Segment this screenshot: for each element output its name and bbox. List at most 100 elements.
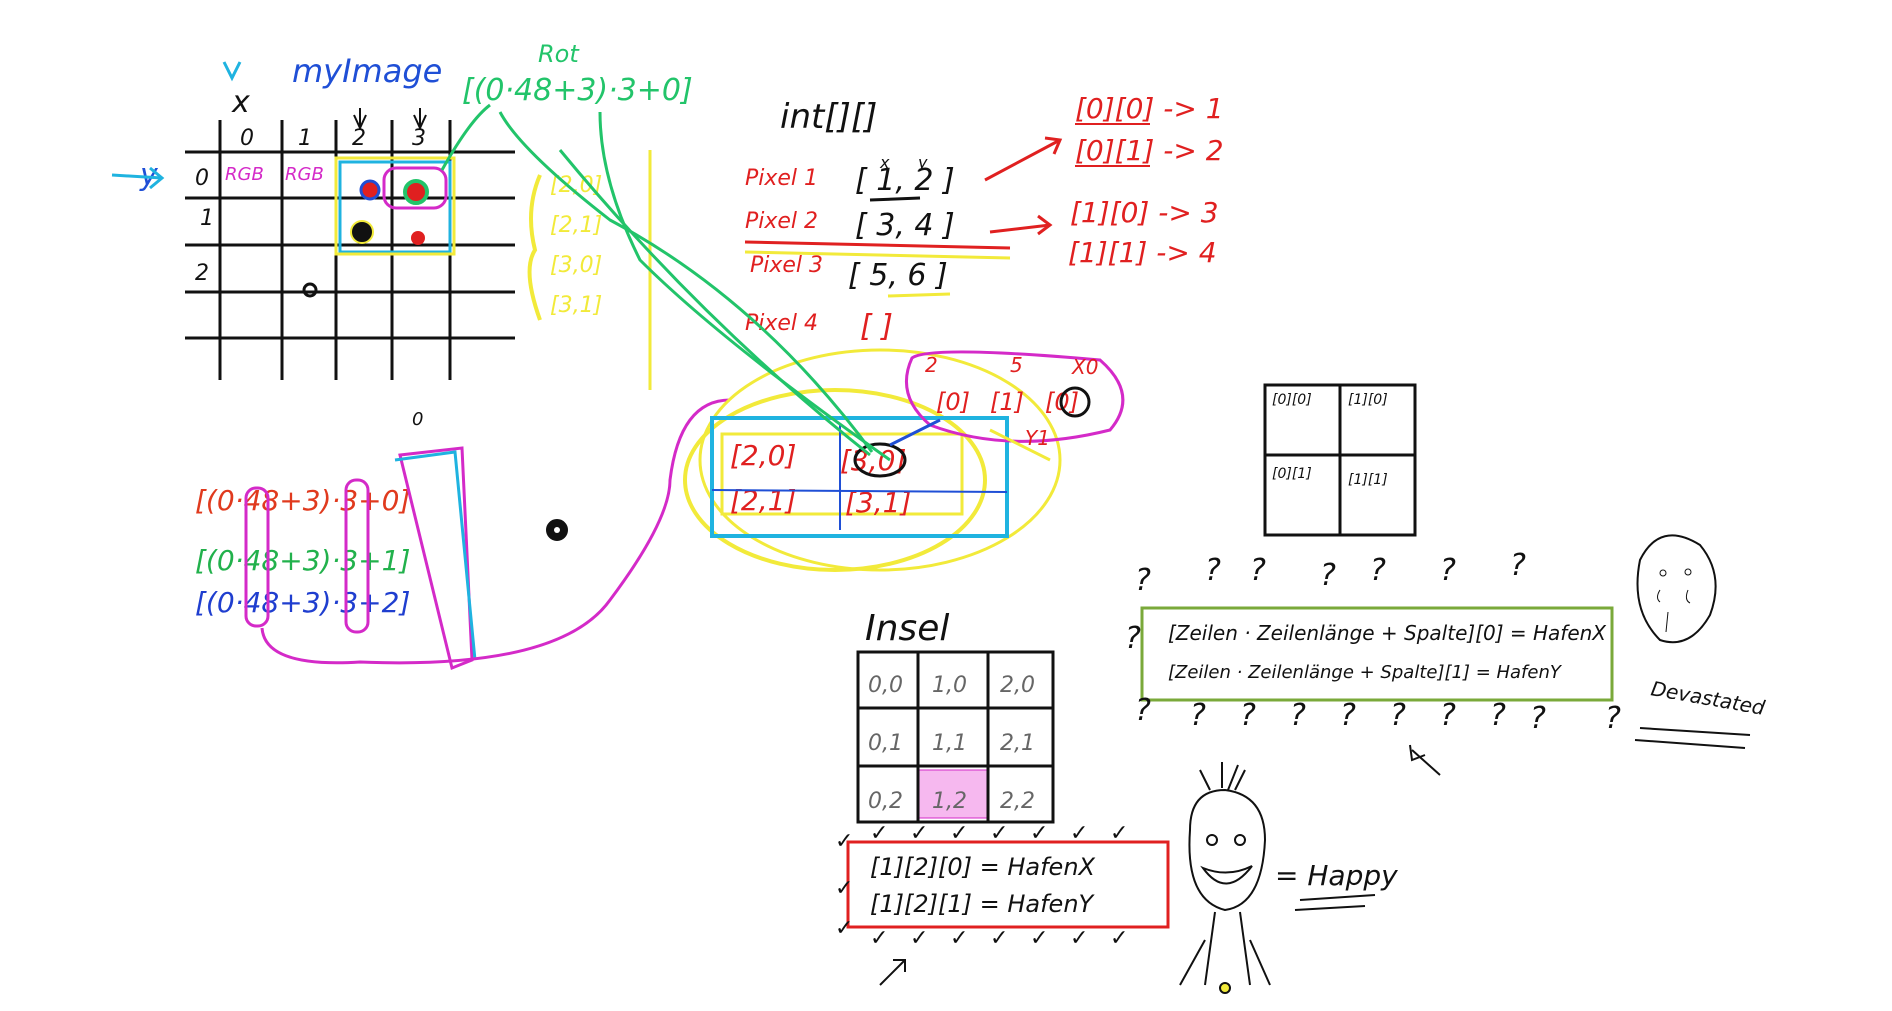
underline-yellow — [744, 250, 1011, 260]
col-header: 0 — [240, 126, 254, 151]
bracket-label: [3,1] — [550, 293, 602, 318]
col-header: 1 — [298, 126, 312, 151]
underline-black — [869, 196, 921, 202]
question-mark: ? — [1490, 698, 1506, 733]
question-mark: ? — [1440, 553, 1456, 588]
checkmark-icon: ✓ — [990, 926, 1008, 951]
pixel-values: [ 5, 6 ] — [848, 258, 948, 293]
insel-section: Insel 0,0 1,0 2,0 0,1 1,1 2,1 0,2 1,2 2,… — [835, 608, 1398, 994]
mapping-line: [1][1] -> 4 — [1068, 236, 1217, 269]
blue-divider — [711, 489, 1008, 493]
checkmark-icon: ✓ — [1030, 926, 1048, 951]
cluster-small: [0] — [936, 388, 970, 416]
underline — [1639, 727, 1751, 736]
bracket-label: [2,1] — [550, 213, 602, 238]
highlight-box-yellow — [334, 156, 456, 256]
mapping-line: [1][0] -> 3 — [1070, 196, 1219, 229]
insel-cell: 1,1 — [932, 731, 967, 756]
yellow-brace — [527, 174, 542, 321]
question-mark: ? — [1205, 553, 1221, 588]
question-mark: ? — [1250, 553, 1266, 588]
question-mark: ? — [1370, 553, 1386, 588]
channel-box-magenta — [398, 446, 474, 671]
cyan-box — [710, 416, 1009, 538]
grid2x2-cell: [1][1] — [1348, 472, 1388, 488]
checkmarks: ✓ ✓ ✓ ✓ ✓ ✓ ✓ ✓ ✓ ✓ ✓ ✓ ✓ ✓ ✓ ✓ ✓ — [835, 821, 1128, 951]
insel-cell: 0,2 — [868, 789, 903, 814]
insel-answer-box — [846, 840, 1170, 929]
grid2x2-cell: [0][1] — [1272, 466, 1312, 482]
question-mark: ? — [1605, 701, 1621, 736]
checkmark-icon: ✓ — [910, 926, 928, 951]
insel-title: Insel — [865, 608, 949, 649]
checkmark-icon: ✓ — [835, 876, 853, 901]
question-mark: ? — [1125, 621, 1141, 656]
pixel-label: Pixel 2 — [745, 209, 818, 234]
checkmark-icon: ✓ — [950, 926, 968, 951]
formula-row-blue: [(0·48+3)·3+2] — [195, 586, 410, 619]
question-mark: ? — [1290, 698, 1306, 733]
insel-cell: 2,1 — [1000, 731, 1035, 756]
row-header: 2 — [195, 261, 209, 286]
yellow-loop — [698, 348, 1062, 572]
question-marks: ? ? ? ? ? ? ? ? ? ? ? ? ? ? ? ? ? ? — [1125, 548, 1621, 736]
magenta-connector — [260, 398, 731, 665]
checkmark-icon: ✓ — [870, 821, 888, 846]
cell-rgb: RGB — [285, 164, 324, 185]
formula-row-green: [(0·48+3)·3+1] — [195, 544, 410, 577]
array-section: int[][] Pixel 1 Pixel 2 Pixel 3 Pixel 4 … — [744, 92, 1224, 344]
image-title: myImage — [292, 52, 442, 90]
pixel-label: Pixel 1 — [745, 166, 818, 191]
checkmark-icon: ✓ — [835, 916, 853, 941]
magenta-loop — [904, 350, 1125, 443]
underline-yellow — [887, 292, 951, 298]
question-mark: ? — [1340, 698, 1356, 733]
underline-red — [744, 240, 1011, 250]
image-grid-section: x y myImage Rot [(0·48+3)·3+0] 0 1 2 3 0… — [111, 40, 693, 390]
olive-box — [1140, 606, 1614, 702]
underline — [1294, 894, 1376, 911]
pixel-values: [ ] — [860, 309, 893, 344]
insel-cell: 0,0 — [868, 673, 903, 698]
cluster-section: [0] [1] [0] 2 5 X0 Y1 [2,0] [3,0] [2,1] … — [498, 111, 1125, 572]
bracket-label: [3,0] — [550, 253, 602, 278]
question-mark: ? — [1440, 698, 1456, 733]
insel-cell: 1,2 — [932, 789, 967, 814]
down-arrow-icon — [222, 61, 242, 82]
green-arrow — [558, 149, 871, 457]
arrow-icon — [1411, 749, 1441, 776]
devastated-label: Devastated — [1649, 676, 1767, 720]
insel-line: [1][2][1] = HafenY — [870, 890, 1096, 918]
xy-label: y — [917, 153, 928, 172]
grid2x2-cell: [1][0] — [1348, 392, 1388, 408]
cluster-small-label: 2 — [925, 353, 938, 377]
question-mark: ? — [1240, 698, 1256, 733]
mapping-line: [0][0] -> 1 — [1075, 92, 1224, 125]
grid2x2-section: [0][0] [1][0] [0][1] [1][1] — [1263, 383, 1417, 537]
checkmark-icon: ✓ — [1070, 926, 1088, 951]
happy-label: = Happy — [1275, 859, 1398, 892]
checkmark-icon: ✓ — [1070, 821, 1088, 846]
pixel-dot — [359, 179, 381, 201]
pixel-label: Pixel 3 — [750, 253, 823, 278]
sad-face-icon — [1636, 534, 1717, 644]
insel-cell: 2,0 — [1000, 673, 1035, 698]
cell-rgb: RGB — [225, 164, 264, 185]
insel-cell: 1,0 — [932, 673, 967, 698]
question-mark: ? — [1190, 698, 1206, 733]
question-mark: ? — [1530, 701, 1546, 736]
x-axis-label: x — [231, 85, 250, 120]
pixel-dot — [411, 231, 425, 245]
formula-row-red: [(0·48+3)·3+0] — [195, 484, 410, 517]
pixel-dot — [350, 220, 374, 244]
down-arrow-icon — [353, 108, 427, 131]
insel-line: [1][2][0] = HafenX — [870, 853, 1096, 881]
happy-face-icon — [1179, 762, 1271, 994]
insel-cell: 2,2 — [1000, 789, 1035, 814]
black-circle — [853, 442, 907, 478]
blue-line — [889, 418, 941, 447]
image-grid-lines — [185, 120, 515, 380]
col-header: 3 — [412, 126, 426, 151]
grid2x2-cell: [0][0] — [1272, 392, 1312, 408]
